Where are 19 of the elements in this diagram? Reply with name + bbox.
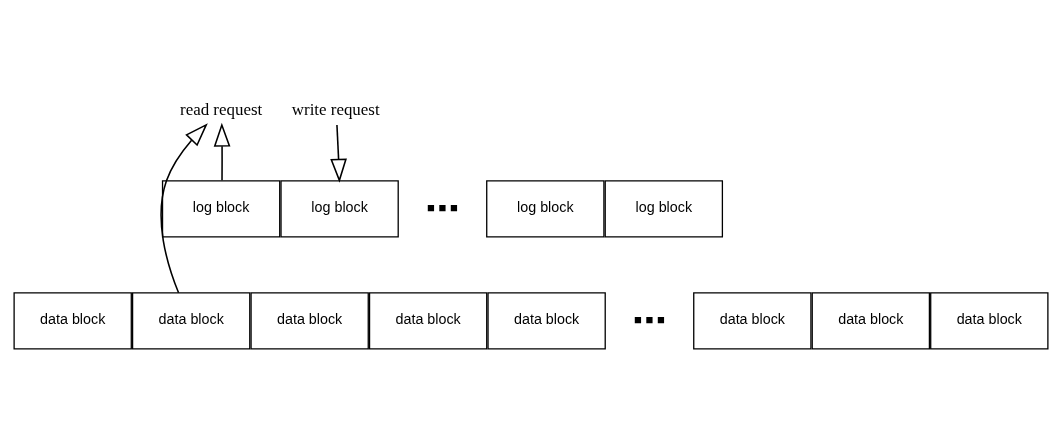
node-box: data block — [13, 292, 132, 350]
node-box: log block — [280, 180, 399, 238]
node-box: data block — [131, 292, 251, 350]
label: ■ ■ ■ — [634, 312, 665, 328]
node-box: data block — [811, 292, 931, 350]
node-text: read request — [180, 99, 263, 119]
node-box: log block — [486, 180, 605, 238]
arrow — [160, 123, 208, 294]
node-box: log block — [161, 180, 281, 238]
arrow — [330, 124, 347, 183]
node-box: data block — [930, 292, 1049, 350]
node-box: data block — [368, 292, 488, 350]
arrow — [213, 122, 231, 182]
node-box: data block — [693, 292, 812, 350]
node-text: write request — [291, 99, 380, 119]
node-box: data block — [250, 292, 369, 350]
node-box: log block — [604, 180, 724, 238]
node-box: data block — [487, 292, 606, 350]
label: ■ ■ ■ — [427, 200, 458, 216]
